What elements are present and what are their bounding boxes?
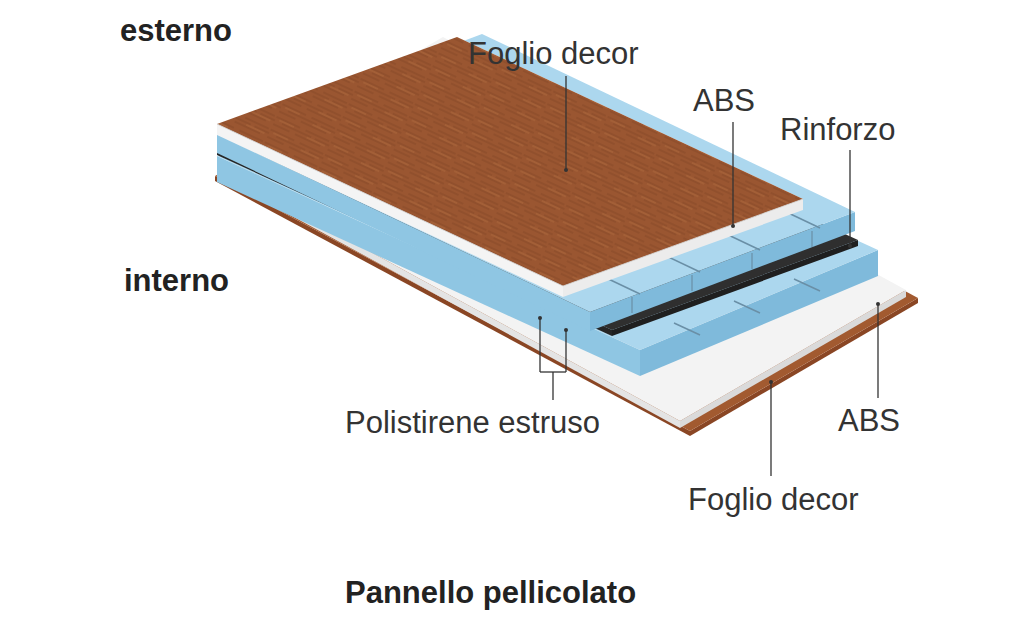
side-label: interno [124,264,229,298]
xps-layer-face [217,34,855,312]
xps-layer [217,34,855,331]
leader-dot [876,302,880,306]
groove [751,253,752,269]
groove [674,323,700,335]
leader-line [552,372,553,400]
side-label: esterno [120,14,232,48]
part-label: ABS [838,404,900,438]
caption: Pannello pellicolato [345,576,636,610]
leader-line [732,122,733,226]
leader-dot [564,328,568,332]
part-label: Rinforzo [780,113,895,147]
part-label: Foglio decor [468,37,639,71]
part-label: Polistirene estruso [345,406,600,440]
abs-sheet [217,37,803,297]
leader-line [565,76,566,170]
groove [631,297,632,313]
leader-dot [731,224,735,228]
leader-line [770,382,771,476]
decor-sheet [217,37,803,286]
leader-dot [769,380,773,384]
part-label: Foglio decor [688,483,859,517]
part-label: ABS [693,84,755,118]
edge-line [217,124,803,286]
decor-sheet-face [217,37,803,286]
leader-dot [848,244,852,248]
groove [811,231,812,247]
leader-line [877,304,878,398]
leader-line [849,150,850,246]
leader-dot [564,168,568,172]
leader-line [565,330,566,372]
groove [794,279,820,291]
groove [691,275,692,291]
groove [734,301,760,313]
leader-line [539,318,540,372]
leader-dot [538,316,542,320]
abs-sheet [217,37,906,428]
abs-sheet-face [217,37,803,286]
